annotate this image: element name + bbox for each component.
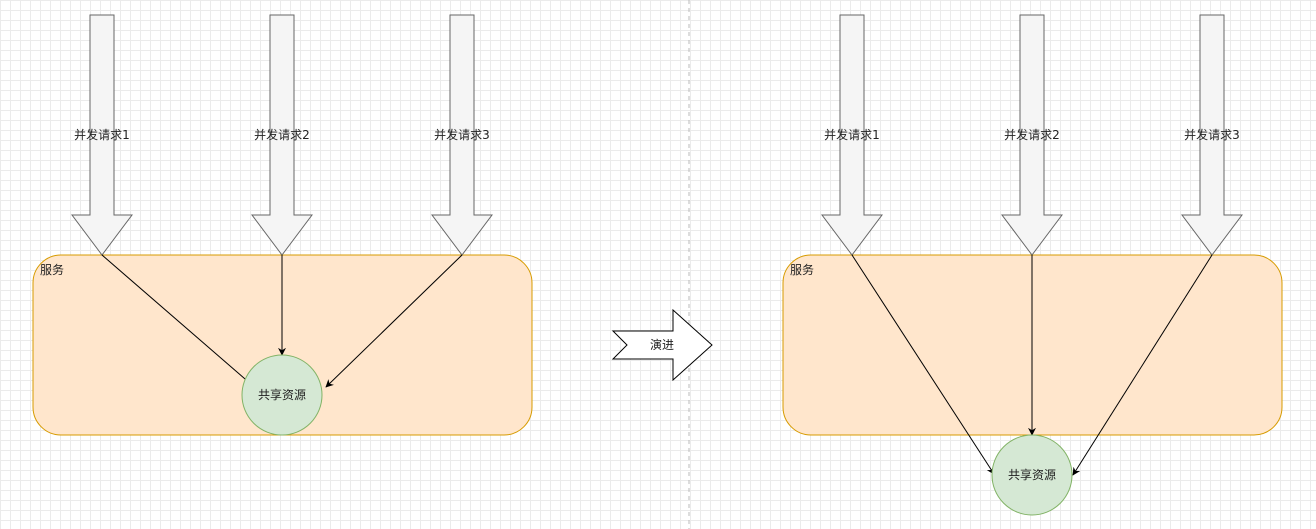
request-label-2: 并发请求2: [1004, 127, 1060, 142]
evolve-label: 演进: [650, 337, 674, 352]
connector-3: [1072, 254, 1213, 476]
connector-1: [851, 254, 995, 475]
request-arrow-2: [251, 14, 313, 256]
shared-resource-node: [241, 354, 323, 436]
service-label: 服务: [790, 262, 814, 277]
connector-3: [325, 254, 463, 388]
request-label-2: 并发请求2: [254, 127, 310, 142]
request-arrow-3: [431, 14, 493, 256]
evolve-arrow: 演进: [611, 308, 713, 382]
evolve-arrow-shape: [611, 308, 713, 382]
request-label-1: 并发请求1: [824, 127, 880, 142]
connector-1: [101, 254, 253, 386]
request-arrow-1: [821, 14, 883, 256]
shared-resource-node: [991, 434, 1073, 516]
request-label-3: 并发请求3: [434, 127, 490, 142]
request-label-3: 并发请求3: [1184, 127, 1240, 142]
shared-resource-label: 共享资源: [258, 387, 306, 402]
request-label-1: 并发请求1: [74, 127, 130, 142]
request-arrow-3: [1181, 14, 1243, 256]
service-label: 服务: [40, 262, 64, 277]
shared-resource-label: 共享资源: [1008, 467, 1056, 482]
left-panel: 服务 并发请求1 并发请求2 并发请求3 共享资源: [32, 14, 533, 436]
right-panel: 服务 并发请求1 并发请求2 并发请求3 共享资源: [782, 14, 1283, 516]
request-arrow-2: [1001, 14, 1063, 256]
request-arrow-1: [71, 14, 133, 256]
